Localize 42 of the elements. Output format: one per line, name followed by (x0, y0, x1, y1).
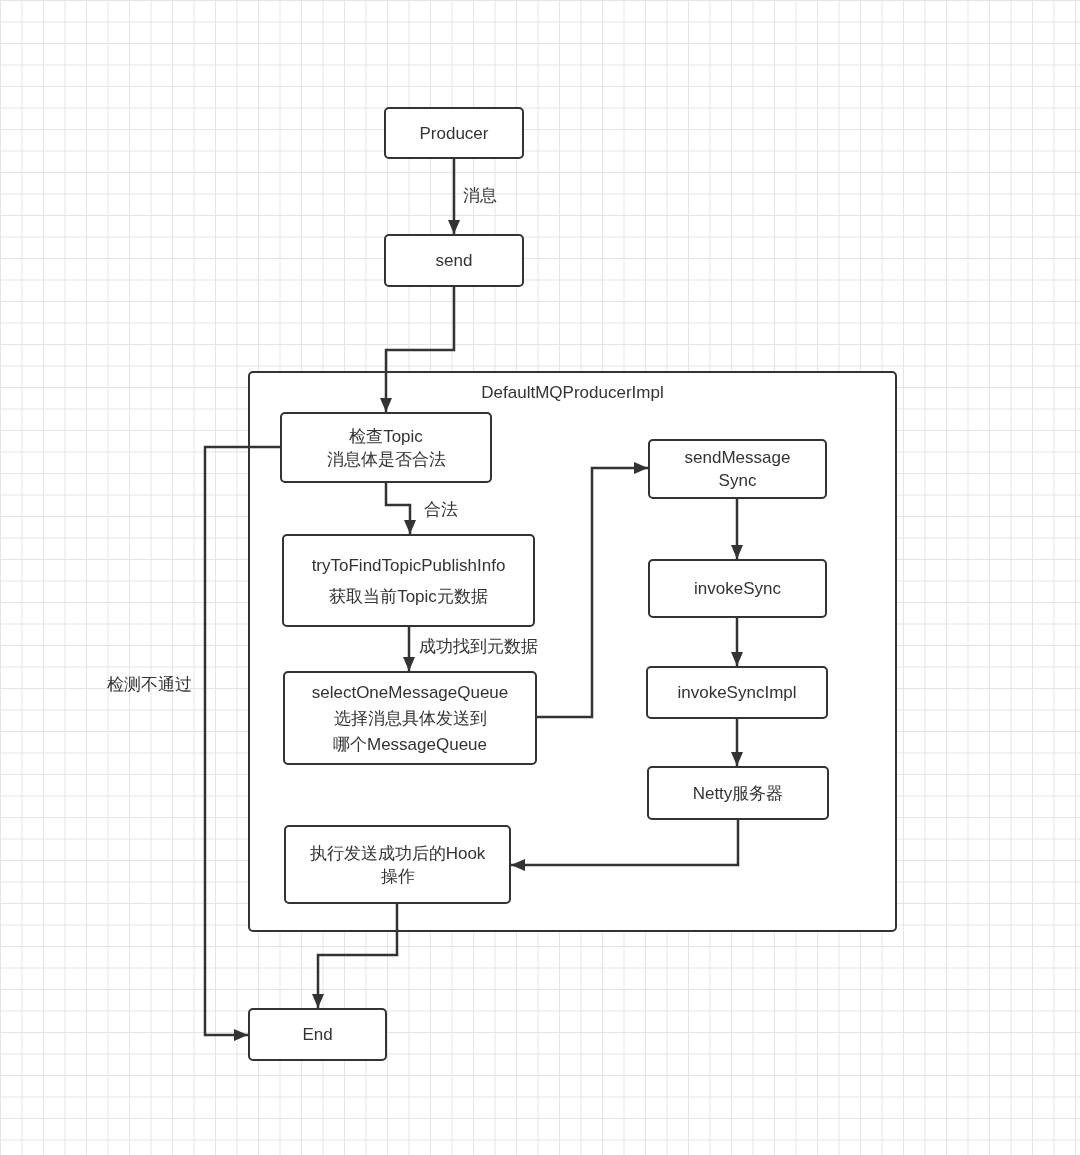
process-box (646, 666, 828, 719)
group-container (248, 371, 897, 932)
step-label: 哪个MessageQueue (333, 733, 487, 756)
process-box (384, 107, 524, 159)
edge-label: 消息 (463, 185, 497, 207)
step-label: Producer (419, 122, 489, 145)
step-label: invokeSync (694, 578, 781, 600)
process-box (284, 825, 511, 904)
edge-label: 检测不通过 (107, 674, 192, 696)
connector-arrow (731, 499, 743, 559)
connector-arrow (448, 159, 460, 234)
connector-arrow (380, 287, 456, 412)
process-box (282, 534, 535, 627)
connector-arrow (731, 618, 743, 666)
connector-arrow (731, 719, 743, 766)
step-label: 执行发送成功后的Hook 操作 (308, 842, 487, 888)
process-box (648, 559, 827, 618)
step-label: invokeSyncImpl (677, 682, 797, 704)
process-box (648, 439, 827, 499)
step-label: 检查Topic 消息体是否合法 (325, 425, 447, 471)
step-label: 选择消息具体发送到 (333, 707, 487, 730)
connector-arrow (511, 820, 740, 871)
process-box (283, 671, 537, 765)
step-label: 获取当前Topic元数据 (329, 585, 488, 608)
step-label: End (302, 1024, 333, 1046)
edge-label: 合法 (424, 499, 458, 521)
process-box (280, 412, 492, 483)
step-label: sendMessage Sync (683, 447, 792, 492)
connector-arrow (384, 483, 416, 534)
process-box (248, 1008, 387, 1061)
connector-arrow (403, 627, 415, 671)
connector-arrow (537, 462, 648, 719)
connector-arrow (203, 445, 280, 1041)
connector-arrow (312, 904, 399, 1008)
step-label: send (435, 250, 473, 272)
step-label: tryToFindTopicPublishInfo (311, 554, 506, 577)
step-label: Netty服务器 (692, 782, 784, 805)
edge-label: 成功找到元数据 (419, 636, 538, 658)
group-title: DefaultMQProducerImpl (481, 382, 664, 404)
process-box (384, 234, 524, 287)
step-label: selectOneMessageQueue (311, 681, 509, 704)
process-box (647, 766, 829, 820)
